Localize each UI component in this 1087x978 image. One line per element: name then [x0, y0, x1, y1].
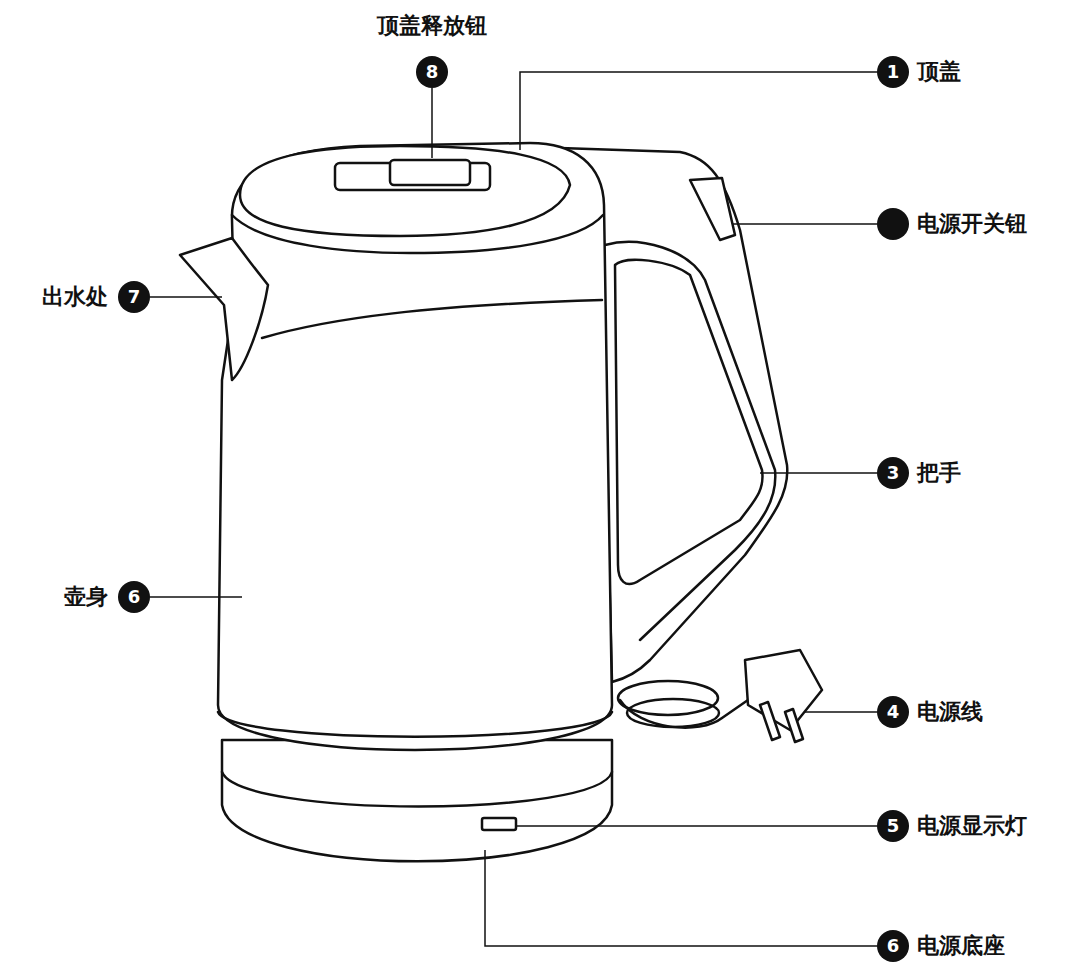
handle-inner-line [605, 242, 775, 640]
base-rim [222, 772, 612, 807]
lid [240, 146, 570, 236]
callout-circle [877, 810, 909, 842]
plug [745, 650, 822, 730]
kettle-body [218, 143, 612, 750]
part-name: 电源显示灯 [917, 814, 1027, 838]
part-name: 电源开关钮 [917, 212, 1027, 236]
callout-circle [877, 208, 909, 240]
part-name: 电源线 [917, 700, 983, 724]
part-name: 顶盖释放钮 [377, 14, 487, 38]
part-name: 出水处 [42, 285, 108, 309]
callout-circles [118, 56, 909, 962]
callout-number: 1 [887, 62, 900, 82]
body-bottom-band [218, 712, 612, 737]
callout-number: 6 [887, 936, 900, 956]
power-cord [618, 681, 748, 728]
callout-circle [416, 56, 448, 88]
handle-opening [615, 260, 763, 584]
callout-number: 4 [887, 702, 900, 722]
plug-prong [760, 702, 780, 740]
callout-number: 6 [128, 587, 141, 607]
leader-lines [150, 72, 877, 946]
callout-number: 8 [426, 62, 439, 82]
lid-release-button [390, 160, 470, 185]
callout-number: 5 [887, 816, 900, 836]
callout-circle [118, 581, 150, 613]
callout-number: 3 [887, 463, 900, 483]
callout-circle [877, 696, 909, 728]
callout-circle [877, 930, 909, 962]
power-switch [690, 178, 735, 240]
spout [180, 238, 268, 380]
part-name: 顶盖 [917, 60, 961, 84]
power-indicator [482, 818, 516, 830]
callout-circle [877, 457, 909, 489]
part-name: 壶身 [64, 585, 108, 609]
callout-circle [877, 56, 909, 88]
plug-prong [785, 709, 803, 742]
body-seam [262, 300, 602, 338]
part-name: 电源底座 [917, 934, 1005, 958]
power-base [222, 740, 612, 861]
callout-number: 7 [128, 287, 141, 307]
part-name: 把手 [917, 461, 961, 485]
callout-circle [118, 281, 150, 313]
